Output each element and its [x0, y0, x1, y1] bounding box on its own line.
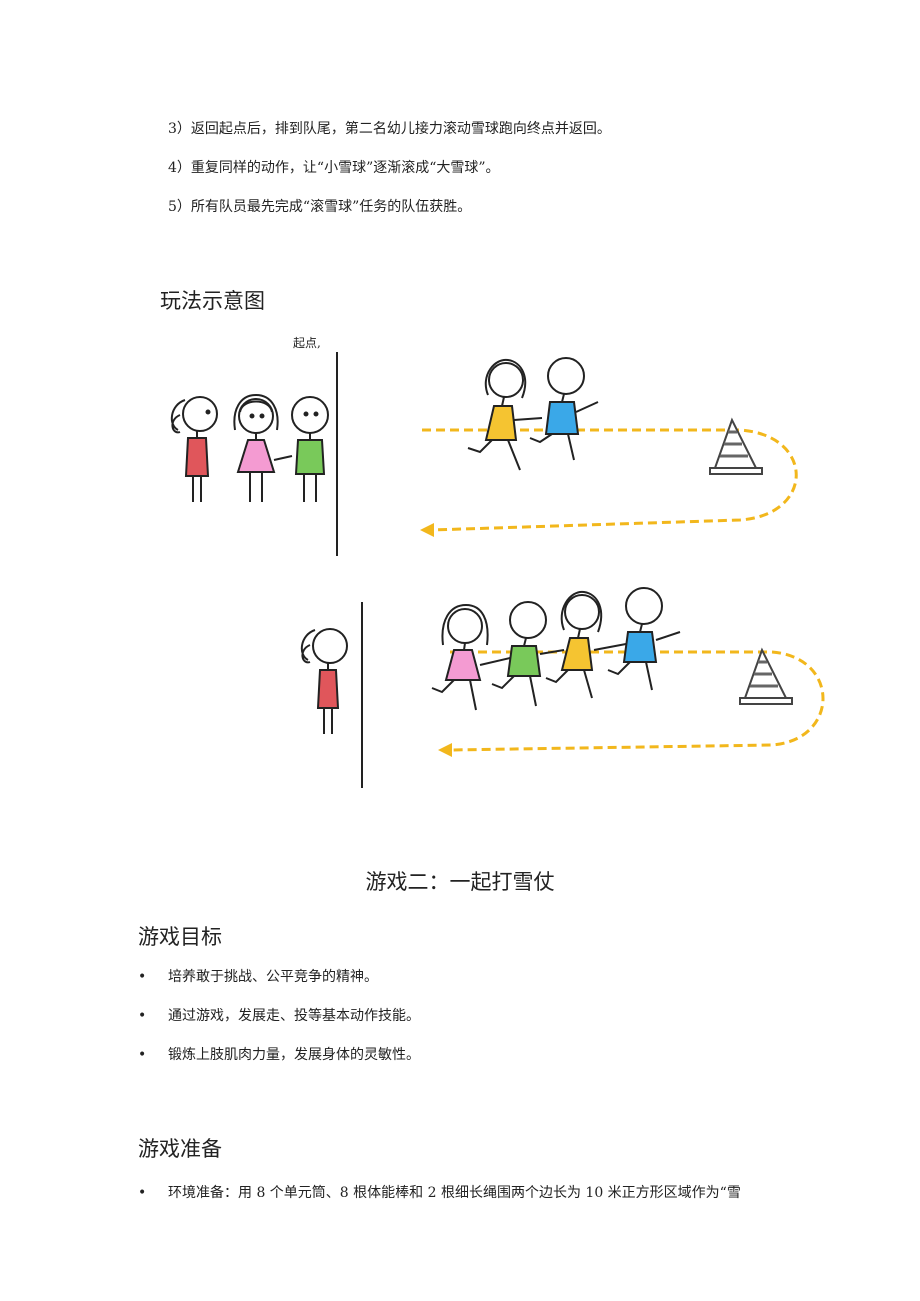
- diagram-heading: 玩法示意图: [160, 289, 265, 313]
- path-bottom-arrow: [438, 743, 452, 757]
- kid-red-girl-waiting-icon: [300, 628, 348, 734]
- step-4: 4）重复同样的动作，让“小雪球”逐渐滚成“大雪球”。: [168, 160, 500, 176]
- kid-pink-girl-runner-icon: [431, 603, 489, 711]
- kid-blue-runner-2-icon: [593, 587, 681, 691]
- start-label: 起点,: [293, 336, 321, 350]
- goal-item: •培养敢于挑战、公平竞争的精神。: [138, 969, 378, 985]
- prep-item: •环境准备：用 8 个单元筒、8 根体能棒和 2 根细长绳围两个边长为 10 米…: [138, 1185, 741, 1201]
- path-top-arrow: [420, 523, 434, 537]
- game2-title: 游戏二：一起打雪仗: [365, 870, 555, 894]
- goal-item: •通过游戏，发展走、投等基本动作技能。: [138, 1008, 420, 1024]
- kid-yellow-girl-runner-icon: [467, 358, 543, 471]
- step-3: 3）返回起点后，排到队尾，第二名幼儿接力滚动雪球跑向终点并返回。: [168, 121, 611, 137]
- kid-blue-runner-icon: [529, 357, 599, 461]
- goals-heading: 游戏目标: [138, 925, 222, 949]
- step-5: 5）所有队员最先完成“滚雪球”任务的队伍获胜。: [168, 199, 472, 215]
- gameplay-illustration: 起点,: [170, 336, 825, 788]
- kid-green-runner-icon: [479, 601, 547, 707]
- kid-green-icon: [291, 396, 329, 502]
- goal-item: •锻炼上肢肌肉力量，发展身体的灵敏性。: [138, 1047, 420, 1063]
- cone-top-icon: [709, 417, 763, 475]
- kid-yellow-girl-runner-2-icon: [539, 590, 603, 699]
- prep-heading: 游戏准备: [138, 1137, 222, 1161]
- path-top: [422, 428, 798, 532]
- path-bottom: [449, 650, 825, 752]
- kid-pink-girl-icon: [233, 393, 293, 502]
- kid-red-girl-icon: [170, 396, 218, 502]
- cone-bottom-icon: [739, 647, 793, 705]
